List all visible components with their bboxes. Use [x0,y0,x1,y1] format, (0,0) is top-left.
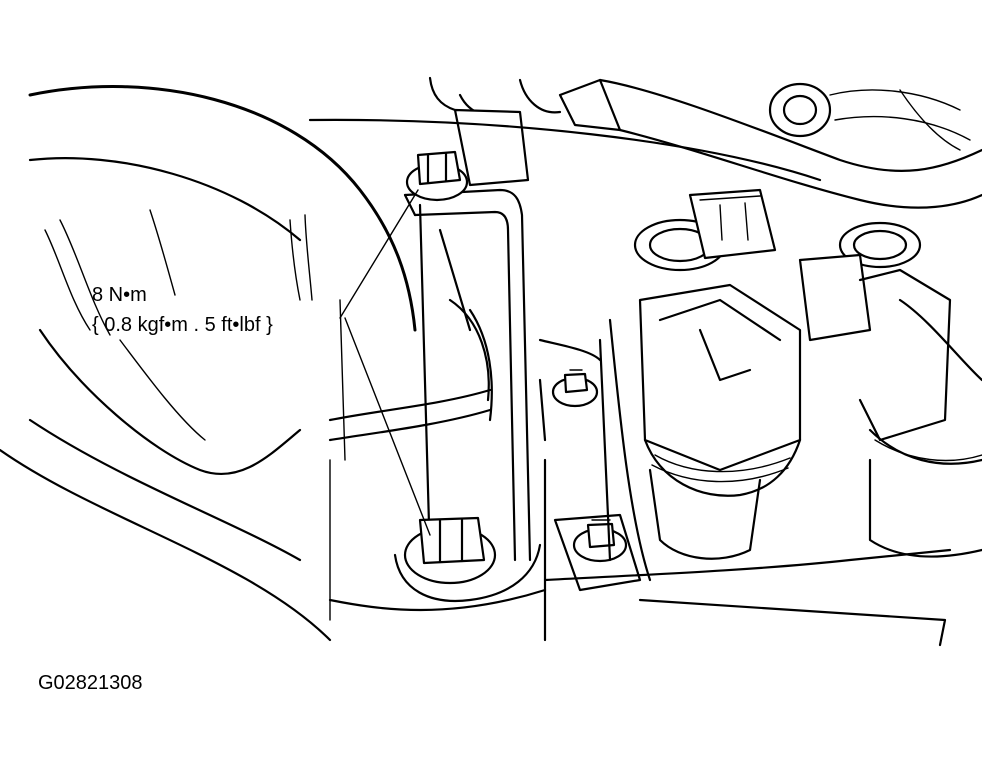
lower-stud-nut [553,513,642,592]
center-stud-nut [538,338,602,442]
torque-spec-value: 8 N•m [92,284,147,306]
ignition-coil-right [798,221,982,558]
figure-id: G02821308 [38,672,143,694]
base-plate [329,299,952,647]
lower-bolt [328,516,547,612]
coil-bracket [328,188,532,562]
ignition-coil-left [608,188,802,582]
upper-bolt [405,150,469,202]
top-hoses [308,76,982,209]
left-housing [0,85,417,642]
torque-spec-conversion: { 0.8 kgf•m . 5 ft•lbf } [92,314,273,336]
callout-leader-lines [339,189,431,536]
